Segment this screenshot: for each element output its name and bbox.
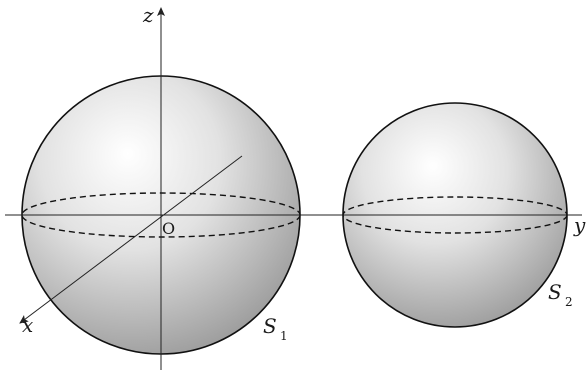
sphere-s1-label-sub: 1 bbox=[280, 329, 288, 343]
z-axis-label: z bbox=[142, 3, 154, 27]
y-axis-label: y bbox=[573, 213, 586, 237]
x-axis bbox=[19, 155, 243, 324]
origin-label: O bbox=[162, 219, 175, 238]
sphere-s2-label-sub: 2 bbox=[565, 295, 573, 309]
sphere-s1-label-main: S bbox=[263, 314, 277, 338]
x-axis-label: x bbox=[22, 313, 33, 337]
sphere-s2-label: S 2 bbox=[548, 280, 573, 309]
sphere-s2-label-main: S bbox=[548, 280, 562, 304]
sphere-s1-label: S 1 bbox=[263, 314, 288, 343]
